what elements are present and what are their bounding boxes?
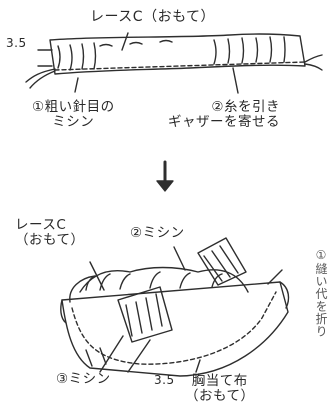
dimension-tick-top	[37, 49, 53, 67]
dimension-label-bottom: 3.5	[154, 373, 175, 387]
lace-end-piece	[197, 237, 247, 286]
down-arrow-icon	[156, 160, 174, 192]
dimension-tick-bottom	[85, 347, 107, 367]
seam-allowance-side-note: ①縫い代を折り	[313, 248, 328, 338]
gathering-stitch-line	[54, 61, 306, 71]
lace-c-label-bottom: レースC （おもて）	[15, 217, 85, 248]
lace-gathered-bottom	[69, 266, 249, 303]
dimension-label-top: 3.5	[6, 36, 27, 50]
leader-lines-top	[74, 32, 239, 94]
lace-strip-top	[49, 33, 306, 75]
lace-folded-flap	[117, 286, 173, 343]
bib-fabric	[60, 281, 290, 377]
step1-rough-stitch-label: ①粗い針目の ミシン	[32, 99, 115, 130]
step3-sew-label: ③ミシン	[56, 371, 111, 387]
bib-fabric-label: 胸当て布 （おもて）	[185, 373, 255, 404]
thread-left	[25, 68, 56, 89]
step2-sew-label: ②ミシン	[130, 225, 185, 241]
lace-c-label-top: レースC（おもて）	[90, 9, 216, 25]
bib-stitch-line	[71, 291, 277, 365]
thread-right	[304, 54, 323, 71]
leader-lines-bottom	[89, 246, 283, 373]
step2-gather-label: ②糸を引き ギャザーを寄せる	[168, 99, 280, 130]
